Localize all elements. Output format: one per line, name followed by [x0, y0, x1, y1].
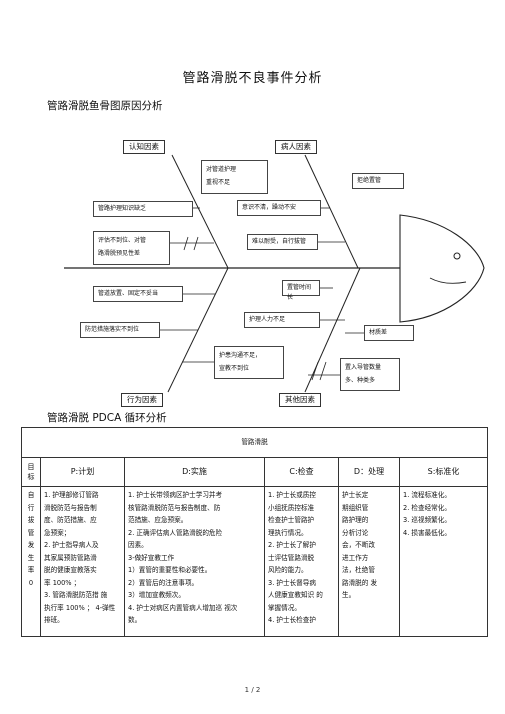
header-do: D:实施 [124, 457, 265, 487]
cell-check: 1. 护士长或质控 小组抚质控标准 检查护士管路护 理执行情况。 2. 护士长了… [264, 486, 339, 637]
header-target: 目 标 [21, 457, 41, 487]
cause-box: 置管时间长 [282, 280, 320, 301]
cell-target: 自 行 拔 管 发 生 率 0 [21, 486, 41, 637]
cell-plan: 1. 护理部修订管路 滑脱防范与报告制 度、防范措施、应 急预案； 2. 护士指… [40, 486, 125, 637]
cause-box: 意识不清，躁动不安 [237, 200, 321, 216]
page-number: 1 / 2 [244, 686, 261, 694]
fish-mouth [429, 277, 467, 284]
header-standardize: S:标准化 [399, 457, 488, 487]
cause-box: 管道放置、固定不妥当 [93, 286, 183, 302]
cause-box: 防范措施落实不到位 [80, 322, 160, 338]
cause-box: 材质差 [364, 325, 414, 341]
cell-standardize: 1. 流程标准化。 2. 检查经常化。 3. 巡视频繁化。 4. 损害最低化。 [399, 486, 488, 637]
table-title: 管路滑脱 [21, 427, 488, 458]
fishbone-heading: 管路滑脱鱼骨图原因分析 [47, 100, 163, 112]
bone-other [304, 267, 361, 393]
cause-box: 难以耐受，自行拔管 [247, 234, 318, 250]
cause-box: 评估不到位、对管 路滑脱预见性差 [93, 231, 170, 265]
cell-do: 1. 护士长带领病区护士学习并考 核管路滑脱防范与报告制度、防 范措施、应急预案… [124, 486, 265, 637]
category-cognition: 认知因素 [123, 140, 165, 154]
category-patient: 病人因素 [275, 140, 317, 154]
bone-patient [304, 154, 359, 269]
fish-eye [453, 252, 461, 260]
cause-box: 管路护理知识缺乏 [93, 201, 193, 217]
bone-cognition [171, 154, 229, 269]
header-act: D：处理 [338, 457, 400, 487]
pdca-heading: 管路滑脱 PDCA 循环分析 [47, 412, 167, 424]
page-title: 管路滑脱不良事件分析 [182, 71, 323, 86]
pdca-table: 管路滑脱 目 标 P:计划 D:实施 C:检查 D：处理 S:标准化 自 行 拔… [21, 427, 488, 637]
cell-act: 护士长定 期组织管 路护理的 分析讨论 会，不断改 进工作方 法，杜绝管 路滑脱… [338, 486, 400, 637]
cause-box: 护理人力不足 [244, 312, 320, 328]
category-behavior: 行为因素 [121, 393, 163, 407]
category-other: 其他因素 [279, 393, 321, 407]
header-check: C:检查 [264, 457, 339, 487]
header-plan: P:计划 [40, 457, 125, 487]
cause-box: 拒绝置管 [352, 173, 404, 189]
cause-box: 护患沟通不足， 宣教不到位 [214, 346, 284, 379]
cause-box: 置入导管数量 多、种类多 [340, 358, 400, 391]
cause-box: 对管道护理 重视不足 [201, 160, 268, 194]
fish-head [399, 214, 485, 323]
